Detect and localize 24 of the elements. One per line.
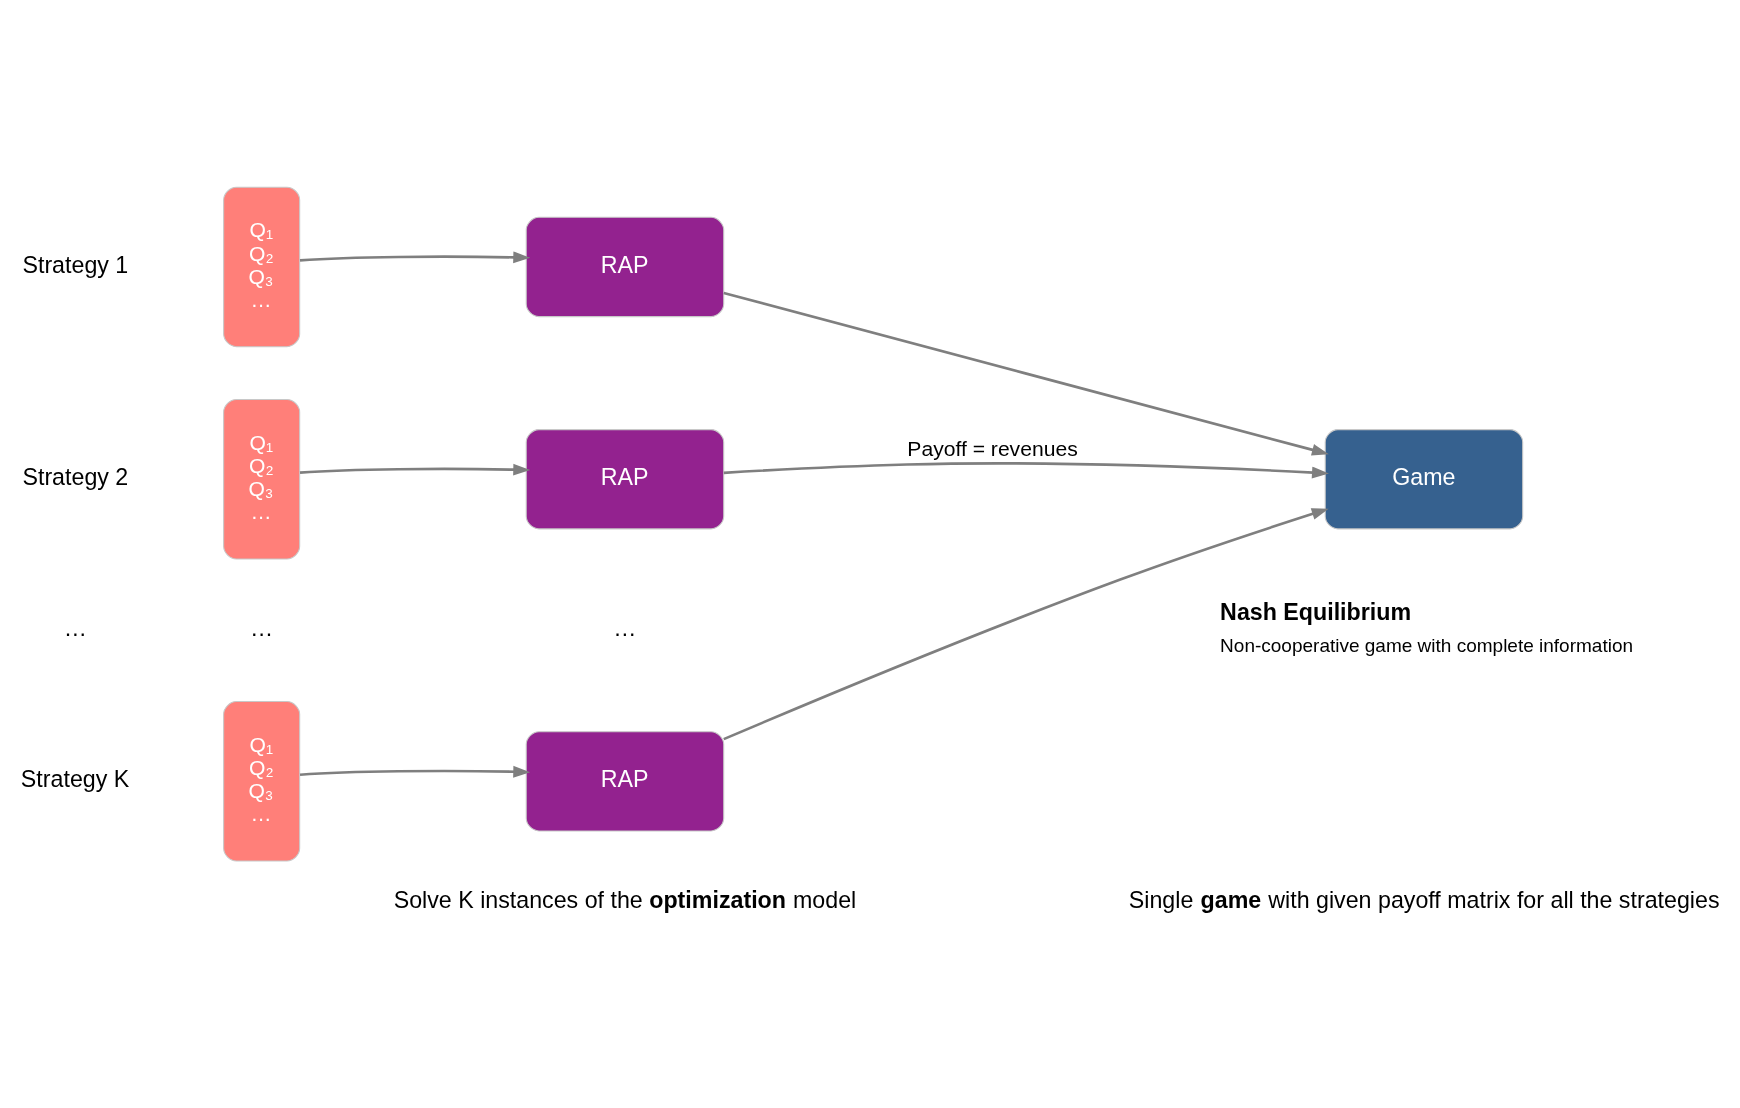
label: Single game with given payoff matrix for all the strategies — [1128, 886, 1720, 913]
arrow — [299, 463, 531, 476]
arrow — [723, 461, 1329, 478]
node-box: Q₁ Q₂ Q₃ … — [223, 700, 301, 862]
node-box: RAP — [525, 216, 725, 317]
node-box: RAP — [525, 428, 725, 529]
node-label: Nash Equilibrium — [1220, 598, 1412, 625]
arrow — [723, 507, 1329, 740]
label: Strategy K — [20, 765, 130, 792]
arrow — [299, 250, 531, 263]
arrow — [299, 765, 531, 778]
arrow — [723, 291, 1329, 456]
label: Strategy 2 — [22, 463, 129, 490]
label: … — [613, 614, 637, 641]
node-box: Game — [1324, 428, 1524, 529]
node-box: RAP — [525, 730, 725, 831]
label: … — [250, 614, 274, 641]
label: … — [63, 614, 87, 641]
label: Solve K instances of the optimization model — [393, 886, 857, 913]
node-label: Non-cooperative game with complete information — [1220, 634, 1634, 656]
node-box: Q₁ Q₂ Q₃ … — [223, 398, 301, 559]
node-box: Q₁ Q₂ Q₃ … — [223, 186, 301, 347]
label: Strategy 1 — [22, 251, 129, 278]
edge-label: Payoff = revenues — [907, 436, 1078, 460]
